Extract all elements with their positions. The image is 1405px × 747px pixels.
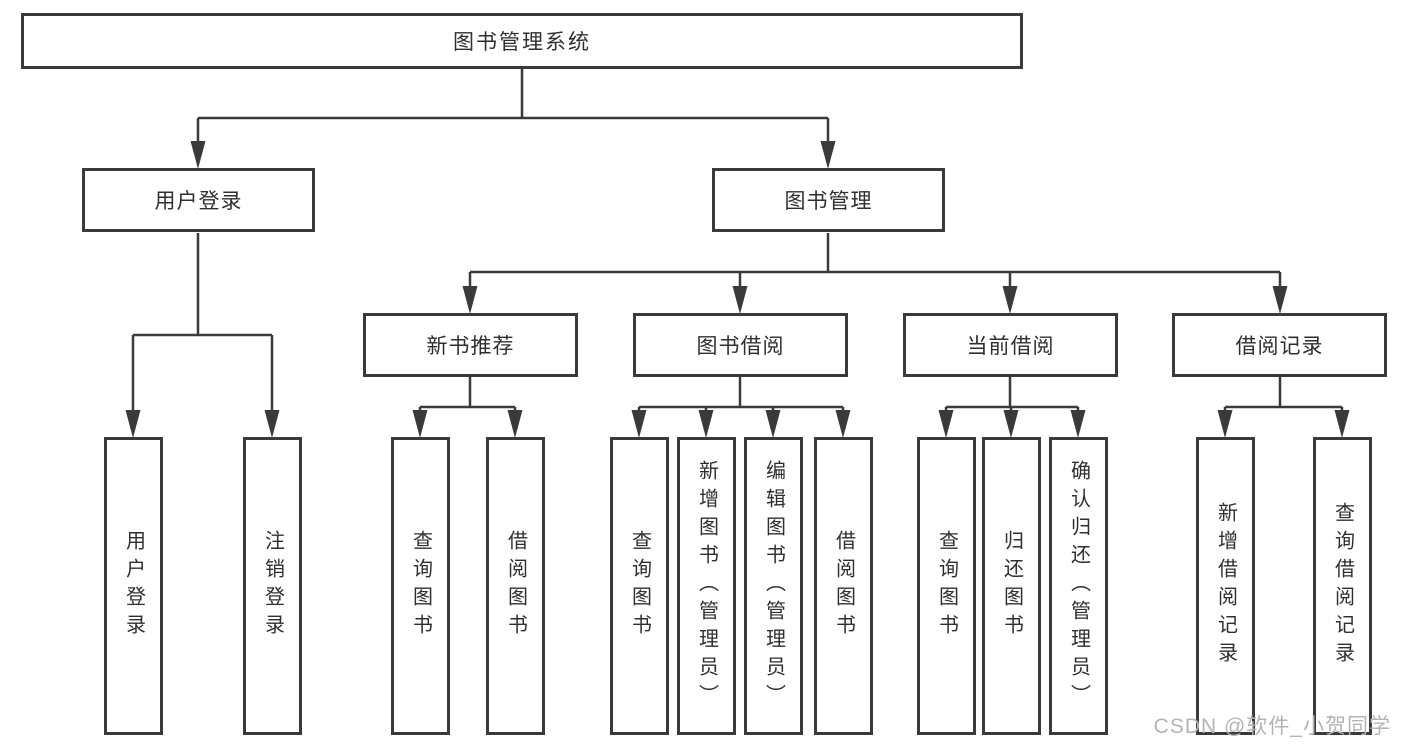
node-current-borrowing-label: 当前借阅 [966, 335, 1055, 358]
node-new-book-recommend-label: 新书推荐 [426, 335, 515, 358]
leaf-add-borrow-record-label: 新增借阅记录 [1214, 502, 1237, 670]
leaf-logout: 注销登录 [243, 437, 302, 735]
connector-root-to-level2 [196, 69, 830, 145]
node-borrowing-records-label: 借阅记录 [1235, 335, 1324, 358]
arrowheads [125, 141, 1350, 438]
leaf-borrow-books-label: 借阅图书 [832, 530, 855, 642]
node-book-borrowing: 图书借阅 [633, 313, 848, 377]
connector-current-to-leaves [944, 377, 1080, 414]
leaf-return-books: 归还图书 [982, 437, 1041, 735]
node-book-borrowing-label: 图书借阅 [696, 335, 785, 358]
leaf-edit-books-admin: 编辑图书（管理员） [744, 437, 803, 735]
node-user-login-label: 用户登录 [154, 190, 243, 213]
node-borrowing-records: 借阅记录 [1172, 313, 1387, 377]
connector-records-to-leaves [1223, 377, 1344, 414]
connector-borrowing-to-leaves [637, 377, 845, 414]
connector-userlogin-to-leaves [131, 233, 274, 414]
node-root-label: 图书管理系统 [453, 31, 591, 54]
leaf-confirm-return-admin: 确认归还（管理员） [1049, 437, 1108, 735]
node-book-management-label: 图书管理 [784, 190, 873, 213]
leaf-query-borrow-record: 查询借阅记录 [1313, 437, 1372, 735]
node-root: 图书管理系统 [21, 13, 1023, 69]
leaf-add-books-admin-label: 新增图书（管理员） [695, 460, 718, 712]
leaf-borrow-books: 借阅图书 [814, 437, 873, 735]
leaf-user-login: 用户登录 [104, 437, 163, 735]
leaf-query-books-borrowing: 查询图书 [610, 437, 669, 735]
leaf-borrow-books-recommend-label: 借阅图书 [504, 530, 527, 642]
node-new-book-recommend: 新书推荐 [363, 313, 578, 377]
connector-bookmgmt-to-level3 [468, 233, 1282, 290]
node-current-borrowing: 当前借阅 [903, 313, 1118, 377]
connector-newbooks-to-leaves [418, 377, 517, 414]
leaf-borrow-books-recommend: 借阅图书 [486, 437, 545, 735]
leaf-add-books-admin: 新增图书（管理员） [677, 437, 736, 735]
node-book-management: 图书管理 [712, 168, 945, 232]
leaf-query-books-current: 查询图书 [917, 437, 976, 735]
leaf-query-books-borrowing-label: 查询图书 [628, 530, 651, 642]
node-user-login: 用户登录 [82, 168, 315, 232]
leaf-confirm-return-admin-label: 确认归还（管理员） [1067, 460, 1090, 712]
leaf-user-login-label: 用户登录 [122, 530, 145, 642]
leaf-query-borrow-record-label: 查询借阅记录 [1331, 502, 1354, 670]
watermark: CSDN @软件_小贺同学 [1153, 715, 1391, 738]
leaf-logout-label: 注销登录 [261, 530, 284, 642]
leaf-edit-books-admin-label: 编辑图书（管理员） [762, 460, 785, 712]
leaf-query-books-current-label: 查询图书 [935, 530, 958, 642]
leaf-add-borrow-record: 新增借阅记录 [1196, 437, 1255, 735]
leaf-return-books-label: 归还图书 [1000, 530, 1023, 642]
leaf-query-books-recommend: 查询图书 [391, 437, 450, 735]
leaf-query-books-recommend-label: 查询图书 [409, 530, 432, 642]
